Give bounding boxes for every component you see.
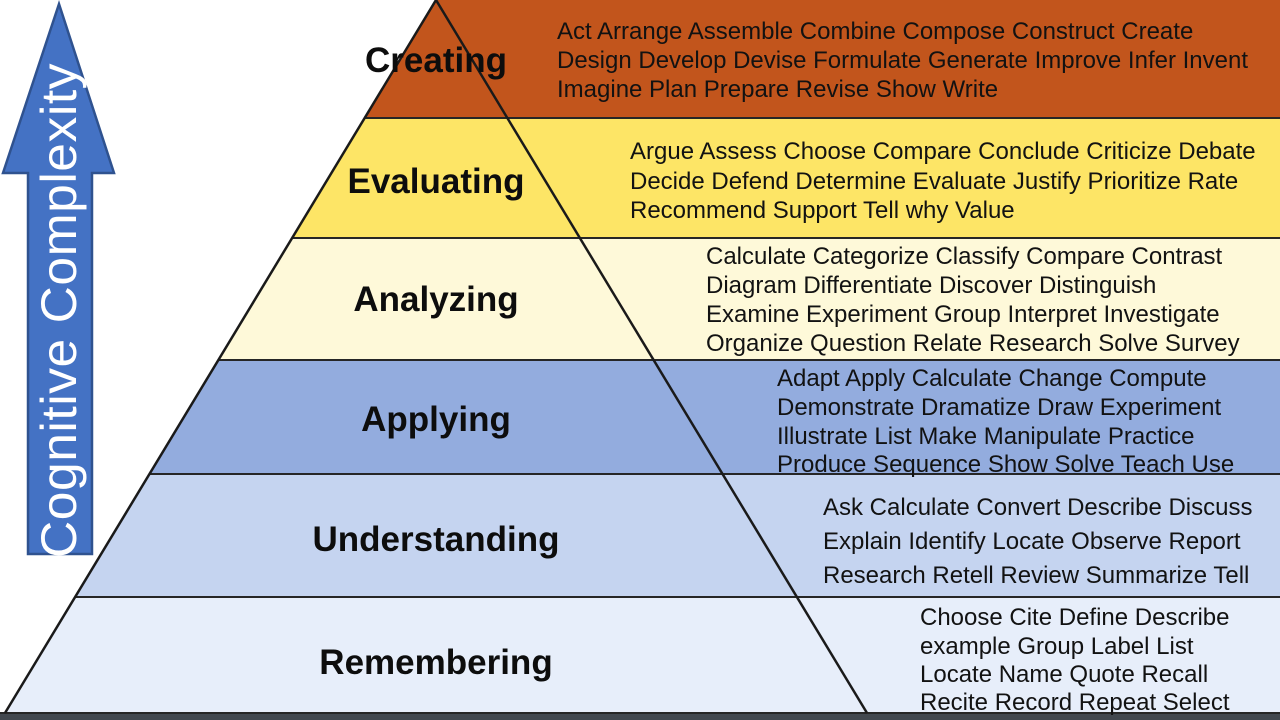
verbs-creating-line-3: Imagine Plan Prepare Revise Show Write — [557, 76, 998, 103]
verbs-creating-line-1: Act Arrange Assemble Combine Compose Con… — [557, 18, 1193, 45]
verbs-understanding: Ask Calculate Convert Describe Discuss E… — [823, 494, 1252, 589]
label-evaluating: Evaluating — [348, 162, 525, 201]
verbs-remembering: Choose Cite Define Describe example Grou… — [920, 604, 1230, 716]
band-applying — [149, 360, 1280, 474]
verbs-remembering-line-4: Recite Record Repeat Select — [920, 689, 1230, 716]
pyramid-right-edge — [434, 0, 869, 714]
verbs-applying-line-1: Adapt Apply Calculate Change Compute — [777, 365, 1207, 392]
verbs-creating-line-2: Design Develop Devise Formulate Generate… — [557, 47, 1248, 74]
label-analyzing: Analyzing — [353, 280, 518, 319]
label-applying: Applying — [361, 400, 511, 439]
verbs-evaluating-line-2: Decide Defend Determine Evaluate Justify… — [630, 168, 1238, 195]
bottom-bar — [0, 714, 1280, 720]
up-arrow-icon — [1, 0, 116, 556]
verbs-analyzing: Calculate Categorize Classify Compare Co… — [706, 243, 1240, 357]
verbs-analyzing-line-2: Diagram Differentiate Discover Distingui… — [706, 272, 1156, 299]
arrow-label: Cognitive Complexity — [31, 63, 87, 558]
verbs-understanding-line-1: Ask Calculate Convert Describe Discuss — [823, 494, 1252, 521]
verbs-remembering-line-2: example Group Label List — [920, 633, 1194, 660]
verbs-evaluating: Argue Assess Choose Compare Conclude Cri… — [630, 138, 1256, 224]
label-understanding: Understanding — [313, 520, 560, 559]
label-remembering: Remembering — [319, 643, 552, 682]
verbs-analyzing-line-1: Calculate Categorize Classify Compare Co… — [706, 243, 1223, 270]
verbs-applying-line-2: Demonstrate Dramatize Draw Experiment — [777, 394, 1221, 421]
band-separators — [0, 117, 1280, 714]
verbs-applying-line-3: Illustrate List Make Manipulate Practice — [777, 423, 1195, 450]
verbs-applying-line-4: Produce Sequence Show Solve Teach Use — [777, 451, 1234, 478]
verbs-remembering-line-1: Choose Cite Define Describe — [920, 604, 1229, 631]
verbs-evaluating-line-3: Recommend Support Tell why Value — [630, 197, 1015, 224]
band-remembering — [5, 597, 1280, 713]
verbs-evaluating-line-1: Argue Assess Choose Compare Conclude Cri… — [630, 138, 1256, 165]
band-creating — [365, 0, 1280, 118]
verbs-remembering-line-3: Locate Name Quote Recall — [920, 661, 1208, 688]
band-analyzing — [218, 238, 1280, 360]
cognitive-complexity-arrow: Cognitive Complexity — [1, 0, 116, 558]
verbs-creating: Act Arrange Assemble Combine Compose Con… — [557, 18, 1248, 103]
pyramid-left-edge — [3, 0, 438, 714]
verbs-analyzing-line-4: Organize Question Relate Research Solve … — [706, 330, 1240, 357]
verbs-applying: Adapt Apply Calculate Change Compute Dem… — [777, 365, 1234, 478]
band-understanding — [75, 474, 1280, 597]
band-evaluating — [292, 118, 1280, 238]
verbs-understanding-line-2: Explain Identify Locate Observe Report — [823, 528, 1241, 555]
verbs-understanding-line-3: Research Retell Review Summarize Tell — [823, 562, 1249, 589]
verbs-analyzing-line-3: Examine Experiment Group Interpret Inves… — [706, 301, 1220, 328]
label-creating: Creating — [365, 41, 507, 80]
